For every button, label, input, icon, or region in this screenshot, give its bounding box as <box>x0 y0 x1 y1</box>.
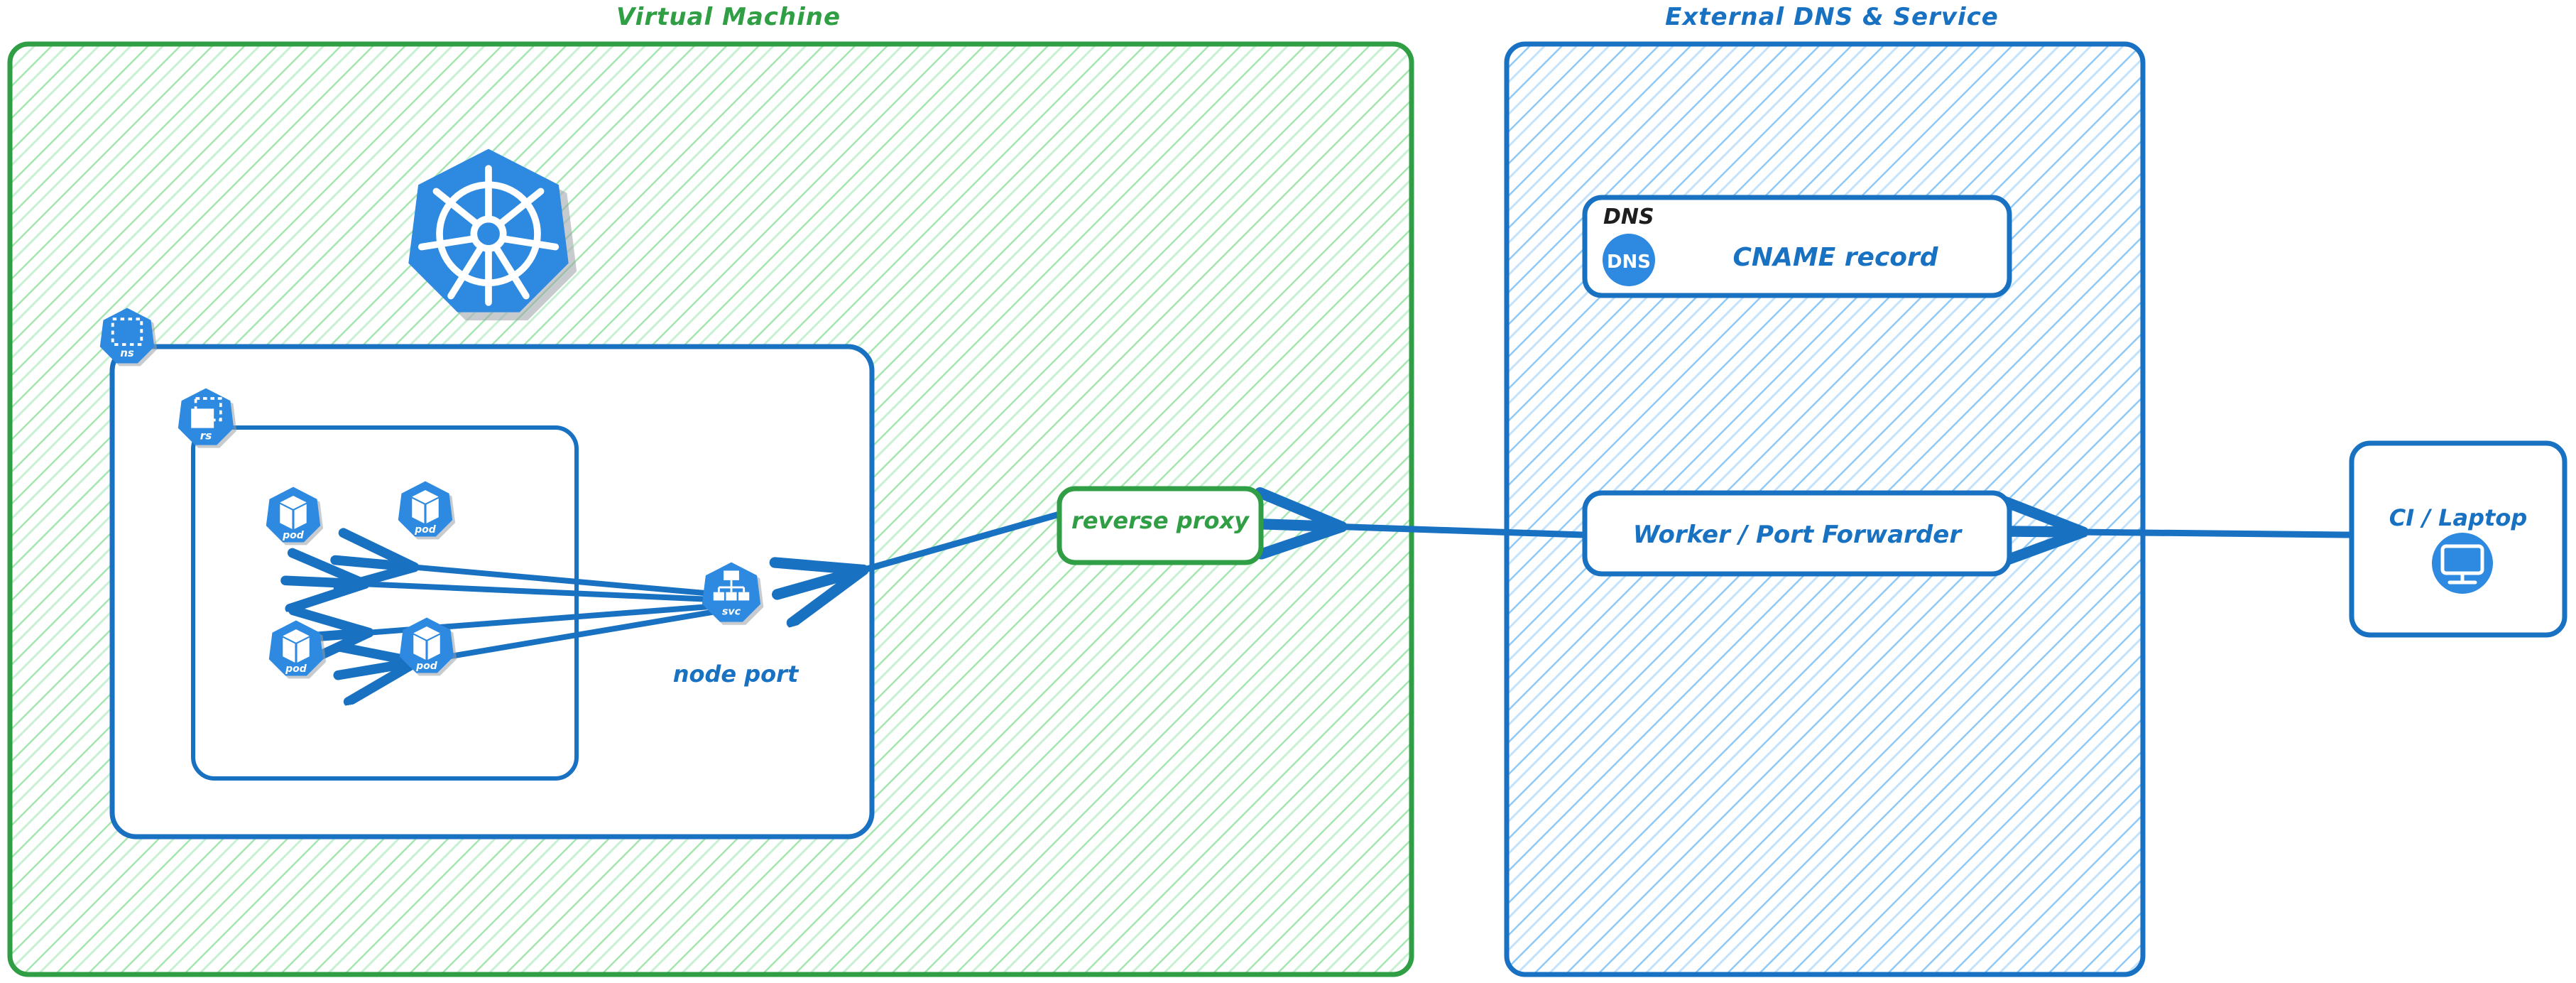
virtual-machine-boundary-sketch <box>8 42 1414 977</box>
svg-text:ns: ns <box>120 347 134 359</box>
kubernetes-pod-icon-2: pod <box>398 481 453 537</box>
arrow-reverse-proxy-to-svc <box>790 511 1063 591</box>
ci-laptop-label: CI / Laptop <box>2389 504 2528 531</box>
kubernetes-logo-icon <box>408 148 569 313</box>
dns-card-title: DNS <box>1603 205 1654 229</box>
arrow-svc-to-pod-2 <box>346 561 731 598</box>
desktop-monitor-icon <box>2432 533 2493 594</box>
external-dns-group-label: External DNS & Service <box>1665 3 1999 31</box>
arrow-svc-to-pod-3 <box>301 602 731 638</box>
worker-port-forwarder-label: Worker / Port Forwarder <box>1632 521 1962 549</box>
cname-record-label: CNAME record <box>1732 243 1938 272</box>
svg-text:pod: pod <box>415 661 438 672</box>
replicaset-container <box>191 425 579 781</box>
dns-badge-text: DNS <box>1607 251 1651 273</box>
svg-text:rs: rs <box>200 430 212 442</box>
kubernetes-service-icon: svc <box>702 562 761 622</box>
svg-text:pod: pod <box>414 524 437 536</box>
worker-card[interactable] <box>1582 490 2012 577</box>
svg-text:pod: pod <box>282 530 305 541</box>
dns-card[interactable] <box>1582 195 2012 298</box>
kubernetes-pod-icon-3: pod <box>268 620 324 676</box>
virtual-machine-group-label: Virtual Machine <box>616 3 841 31</box>
arrow-ci-to-worker <box>2007 531 2352 535</box>
kubernetes-replicaset-icon: rs <box>178 388 234 445</box>
dns-badge-icon <box>1603 234 1655 286</box>
svg-text:pod: pod <box>285 663 307 675</box>
kubernetes-pod-icon-1: pod <box>266 487 321 543</box>
reverse-proxy-label: reverse proxy <box>1071 507 1249 534</box>
arrow-svc-to-pod-1 <box>297 581 731 600</box>
kubernetes-namespace-icon: ns <box>99 308 155 364</box>
node-port-caption: node port <box>672 661 799 688</box>
svg-text:svc: svc <box>722 607 741 618</box>
arrow-worker-to-reverse-proxy <box>1265 524 1586 535</box>
reverse-proxy-box[interactable] <box>1057 486 1264 565</box>
kubernetes-pod-icon-4: pod <box>399 617 454 673</box>
external-dns-boundary-sketch <box>1505 42 2145 977</box>
